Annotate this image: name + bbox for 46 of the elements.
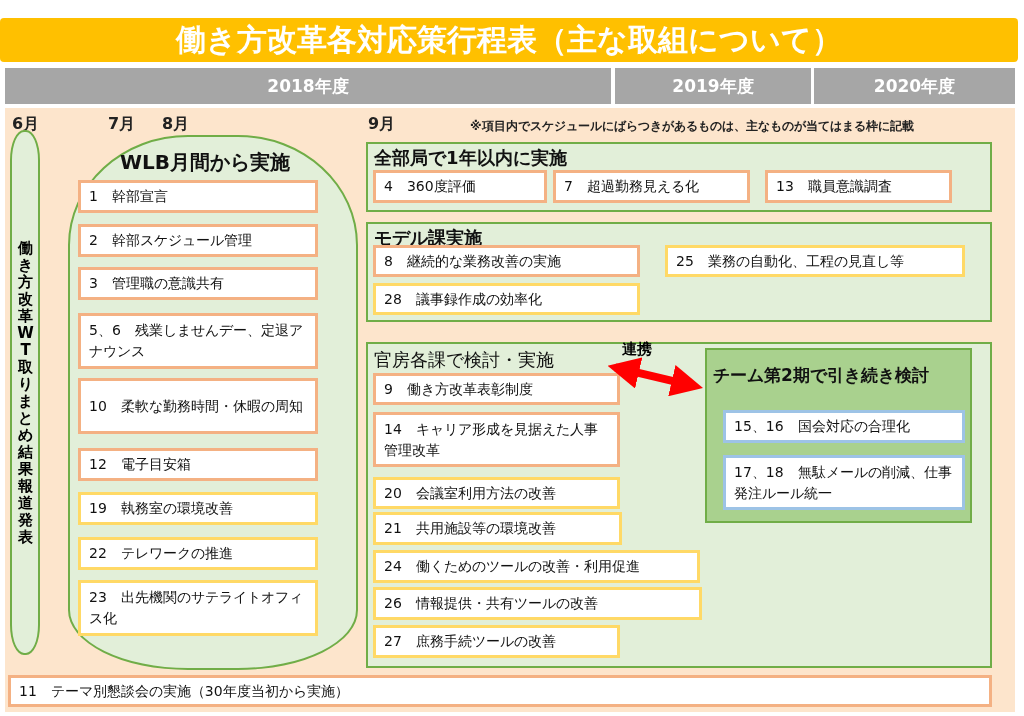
task-box: 17、18 無駄メールの削減、仕事発注ルール統一 <box>723 455 965 510</box>
label-bar <box>10 130 40 655</box>
task-box: 19 執務室の環境改善 <box>78 492 318 525</box>
task-box: 3 管理職の意識共有 <box>78 267 318 300</box>
task-box: 1 幹部宣言 <box>78 180 318 213</box>
group-panel <box>366 142 992 212</box>
task-box: 9 働き方改革表彰制度 <box>373 373 620 405</box>
task-box: 26 情報提供・共有ツールの改善 <box>373 587 702 620</box>
task-box: 11 テーマ別懇談会の実施（30年度当初から実施） <box>8 675 992 707</box>
title-banner: 働き方改革各対応策行程表（主な取組について） <box>0 18 1018 62</box>
task-box: 7 超過勤務見える化 <box>553 170 750 203</box>
task-box: 28 議事録作成の効率化 <box>373 283 640 315</box>
group-panel <box>366 222 992 322</box>
task-box: 24 働くためのツールの改善・利用促進 <box>373 550 700 583</box>
task-box: 2 幹部スケジュール管理 <box>78 224 318 257</box>
group-heading: チーム第2期で引き続き検討 <box>713 364 929 387</box>
task-box: 25 業務の自動化、工程の見直し等 <box>665 245 965 277</box>
group-heading: WLB月間から実施 <box>120 149 291 176</box>
group-panel <box>705 348 972 523</box>
task-box: 12 電子目安箱 <box>78 448 318 481</box>
task-box: 20 会議室利用方法の改善 <box>373 477 620 509</box>
group-panel <box>366 342 992 668</box>
task-box: 13 職員意識調査 <box>765 170 952 203</box>
task-box: 22 テレワークの推進 <box>78 537 318 570</box>
task-box: 23 出先機関のサテライトオフィス化 <box>78 580 318 636</box>
task-box: 14 キャリア形成を見据えた人事管理改革 <box>373 412 620 467</box>
edge-label: 連携 <box>621 340 652 359</box>
task-box: 27 庶務手続ツールの改善 <box>373 625 620 658</box>
year-header: 2019年度 <box>615 68 811 104</box>
group-heading: 全部局で1年以内に実施 <box>374 146 567 170</box>
year-header: 2020年度 <box>814 68 1015 104</box>
month-label: 8月 <box>162 114 190 135</box>
month-label: 7月 <box>108 114 136 135</box>
month-label: 9月 <box>368 114 396 135</box>
task-box: 21 共用施設等の環境改善 <box>373 512 622 545</box>
task-box: 5、6 残業しませんデー、定退アナウンス <box>78 313 318 369</box>
double-arrow <box>607 357 703 397</box>
task-box: 15、16 国会対応の合理化 <box>723 410 965 443</box>
group-heading: 官房各課で検討・実施 <box>374 348 554 372</box>
month-label: 6月 <box>12 114 40 135</box>
task-box: 8 継続的な業務改善の実施 <box>373 245 640 277</box>
note-text: ※項目内でスケジュールにばらつきがあるものは、主なものが当てはまる枠に記載 <box>470 118 914 135</box>
task-box: 10 柔軟な勤務時間・休暇の周知 <box>78 378 318 434</box>
year-header: 2018年度 <box>5 68 611 104</box>
task-box: 4 360度評価 <box>373 170 547 203</box>
vertical-label: 働き方改革WT取りまとめ結果報道発表 <box>17 240 34 546</box>
